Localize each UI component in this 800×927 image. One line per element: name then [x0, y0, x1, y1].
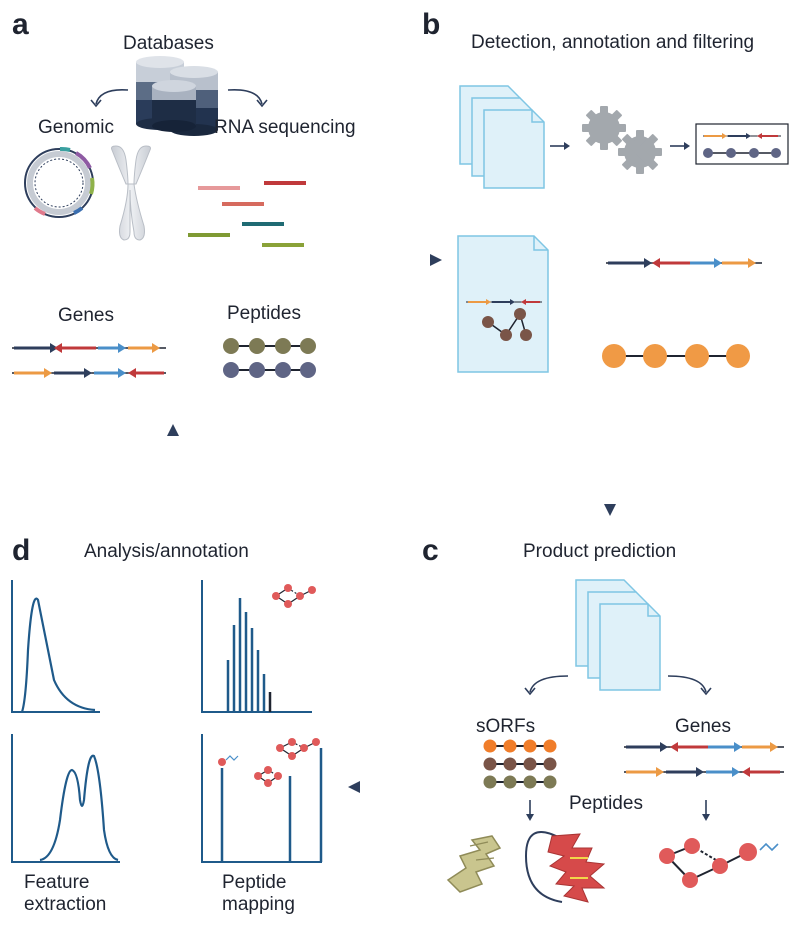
flow-arrow-d-to-a — [167, 424, 179, 518]
panel-b — [457, 85, 789, 373]
gene-track-c2 — [624, 767, 784, 777]
gear-icon — [618, 130, 662, 174]
peptide-chain-icon — [602, 344, 750, 368]
plasmid-icon — [24, 146, 95, 218]
gene-track-c1 — [624, 742, 784, 752]
arrow-icon — [702, 814, 710, 821]
arrow-icon — [526, 814, 534, 821]
peptide-mapping-label: Peptide mapping — [222, 872, 295, 915]
genomic-label: Genomic — [38, 117, 115, 138]
panel-d — [11, 580, 323, 863]
feature-plot-1 — [11, 580, 100, 713]
protein-structure-icon — [446, 835, 502, 893]
rna-reads — [188, 181, 306, 247]
panel-c — [446, 579, 784, 903]
genes-label-c: Genes — [675, 716, 731, 737]
peptide-icon — [218, 755, 239, 766]
feature-extraction-label: Feature extraction — [24, 872, 107, 915]
peptide-chain-icon — [223, 362, 316, 378]
filtered-output-box — [695, 123, 789, 165]
chromosome-icon — [111, 145, 151, 241]
document-icon — [457, 235, 549, 373]
spectrum-plot — [201, 580, 316, 713]
gene-track-b — [606, 258, 762, 268]
sorf-peptides — [483, 739, 557, 789]
gene-track-1 — [12, 343, 166, 353]
arrow-icon — [684, 142, 690, 150]
rna-sequencing-label: RNA sequencing — [214, 117, 356, 138]
database-icon — [136, 56, 218, 136]
gear-icon — [582, 106, 626, 150]
flow-arrow-c-to-d — [348, 781, 448, 793]
panel-a — [12, 56, 316, 378]
peptides-label-c: Peptides — [569, 793, 643, 814]
arrow-icon — [700, 687, 712, 696]
gene-track-2 — [12, 368, 166, 378]
arrow-icon — [95, 88, 129, 105]
genes-label-a: Genes — [58, 305, 114, 326]
protein-structure-icon — [524, 831, 606, 903]
mapping-plot — [201, 734, 323, 863]
flow-arrow-a-to-b — [345, 254, 442, 266]
arrow-icon — [564, 142, 570, 150]
feature-plot-2 — [11, 734, 120, 863]
panel-c-letter: c — [422, 534, 439, 567]
sorfs-label: sORFs — [476, 716, 536, 737]
arrow-icon — [529, 675, 569, 693]
peptide-icon — [276, 738, 320, 760]
panel-b-letter: b — [422, 8, 441, 41]
peptide-chain-icon — [223, 338, 316, 354]
peptide-icon — [272, 584, 316, 608]
panel-d-letter: d — [12, 534, 31, 567]
databases-title: Databases — [123, 33, 214, 54]
arrow-icon — [256, 99, 268, 108]
arrow-icon — [227, 88, 263, 105]
arrow-icon — [524, 687, 536, 696]
peptide-icon — [254, 766, 282, 787]
peptides-label-a: Peptides — [227, 303, 301, 324]
detection-title: Detection, annotation and filtering — [471, 32, 755, 53]
document-stack-icon — [575, 579, 661, 691]
arrow-icon — [667, 675, 707, 693]
document-stack-icon — [459, 85, 545, 189]
product-prediction-title: Product prediction — [523, 541, 677, 562]
flow-arrow-b-to-c — [604, 420, 616, 516]
analysis-title: Analysis/annotation — [84, 541, 249, 562]
arrow-icon — [90, 99, 102, 108]
cyclic-peptide-icon — [659, 838, 779, 888]
panel-a-letter: a — [12, 8, 29, 41]
